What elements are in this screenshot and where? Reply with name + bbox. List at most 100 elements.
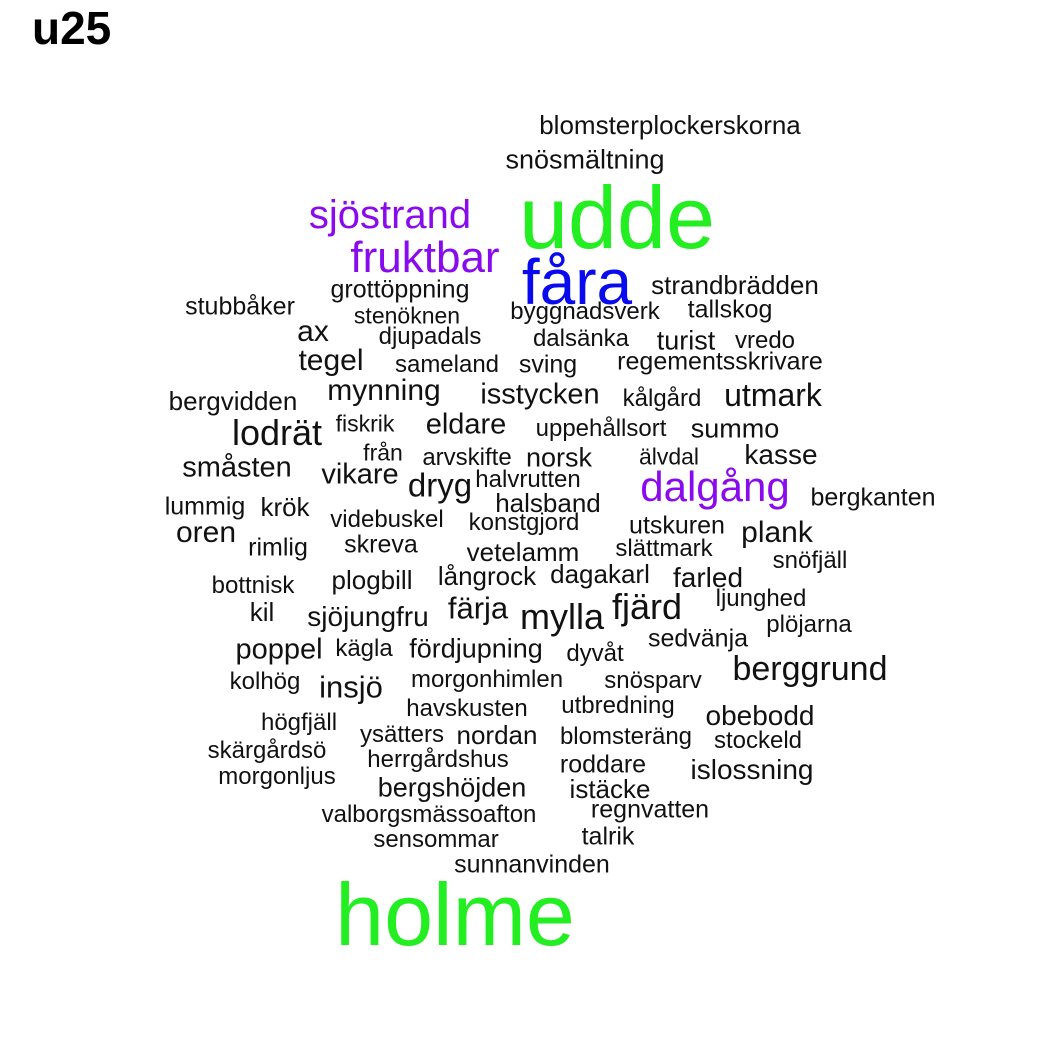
- word-lummig: lummig: [164, 492, 246, 521]
- word-ax: ax: [297, 315, 329, 348]
- word-regementsskrivare: regementsskrivare: [617, 347, 823, 376]
- word-konstgjord: konstgjord: [468, 509, 580, 536]
- word-kalgard: kålgård: [622, 385, 702, 412]
- word-sedvanja: sedvänja: [647, 624, 749, 653]
- word-farled: farled: [672, 562, 744, 593]
- word-isstycken: isstycken: [480, 378, 600, 411]
- word-fiskrik: fiskrik: [335, 410, 395, 437]
- word-bergshojden: bergshöjden: [377, 772, 527, 803]
- word-sjostrand: sjöstrand: [308, 193, 472, 237]
- word-bergvidden: bergvidden: [168, 386, 298, 416]
- word-plogbill: plogbill: [331, 565, 413, 595]
- word-ljunghed: ljunghed: [715, 585, 807, 612]
- word-mylla: mylla: [519, 596, 605, 637]
- word-vredo: vredo: [734, 327, 796, 354]
- word-obebodd: obebodd: [705, 700, 815, 731]
- word-morgonhimlen: morgonhimlen: [410, 666, 564, 693]
- word-fara: fåra: [521, 246, 633, 318]
- word-sving: sving: [518, 350, 578, 379]
- word-skreva: skreva: [344, 530, 418, 559]
- word-herrgardshus: herrgårdshus: [367, 746, 509, 773]
- word-tallskog: tallskog: [687, 295, 773, 324]
- word-summo: summo: [690, 413, 780, 444]
- word-islossning: islossning: [690, 754, 814, 785]
- word-dyvat: dyvåt: [566, 640, 624, 667]
- word-krok: krök: [260, 492, 310, 522]
- word-halvrutten: halvrutten: [475, 466, 581, 493]
- word-plank: plank: [741, 516, 813, 549]
- word-snosparv: snösparv: [604, 667, 702, 694]
- word-plojarna: plöjarna: [766, 611, 852, 638]
- word-vetelamm: vetelamm: [466, 537, 580, 567]
- word-uppehallsort: uppehållsort: [535, 415, 667, 442]
- word-grottoppning: grottöppning: [330, 275, 470, 304]
- page-title: u25: [32, 2, 112, 54]
- word-byggnadsverk: byggnadsverk: [510, 298, 660, 325]
- word-havskusten: havskusten: [406, 695, 528, 722]
- word-stubbaker: stubbåker: [185, 292, 295, 321]
- word-langrock: långrock: [437, 561, 537, 591]
- word-tegel: tegel: [298, 344, 364, 377]
- word-kasse: kasse: [744, 439, 818, 470]
- word-vikare: vikare: [321, 458, 399, 491]
- word-insjo: insjö: [319, 669, 383, 705]
- word-talrik: talrik: [581, 822, 635, 851]
- word-kil: kil: [249, 597, 275, 627]
- word-dryg: dryg: [407, 466, 473, 504]
- word-mynning: mynning: [327, 374, 441, 407]
- word-sjojungfru: sjöjungfru: [307, 601, 429, 632]
- word-nordan: nordan: [456, 720, 538, 750]
- word-turist: turist: [656, 325, 716, 356]
- word-videbuskel: videbuskel: [330, 506, 444, 533]
- word-rimlig: rimlig: [248, 533, 308, 562]
- word-snofjall: snöfjäll: [772, 547, 848, 574]
- word-dagakarl: dagakarl: [550, 559, 650, 589]
- word-blomsterplockerskorna: blomsterplockerskorna: [539, 110, 801, 140]
- word-kolhog: kolhög: [229, 668, 301, 695]
- word-eldare: eldare: [425, 408, 507, 441]
- word-blomsterang: blomsteräng: [559, 723, 693, 750]
- word-djupadals: djupadals: [378, 323, 482, 350]
- word-smasten: småsten: [182, 451, 292, 484]
- word-fordjupning: fördjupning: [409, 633, 543, 664]
- word-dalsanka: dalsänka: [532, 325, 630, 352]
- word-fran: från: [363, 439, 403, 466]
- word-sunnanvinden: sunnanvinden: [454, 850, 610, 879]
- word-fjard: fjärd: [611, 586, 683, 627]
- word-udde: udde: [519, 168, 715, 267]
- word-dalgang: dalgång: [640, 463, 790, 510]
- word-morgonljus: morgonljus: [218, 763, 336, 790]
- word-stenoknen: stenöknen: [353, 302, 461, 329]
- word-snosmaltning: snösmältning: [505, 144, 665, 175]
- word-istacke: istäcke: [569, 774, 651, 804]
- word-arvskifte: arvskifte: [422, 444, 512, 471]
- word-roddare: roddare: [559, 750, 647, 779]
- word-oren: oren: [175, 516, 237, 549]
- word-halsband: halsband: [495, 488, 601, 518]
- word-regnvatten: regnvatten: [590, 795, 710, 824]
- word-valborgsmassoafton: valborgsmässoafton: [321, 801, 537, 828]
- word-sameland: sameland: [394, 351, 500, 378]
- word-utmark: utmark: [724, 377, 822, 413]
- word-fruktbar: fruktbar: [350, 233, 500, 282]
- word-hogfjall: högfjäll: [260, 709, 338, 736]
- word-utskuren: utskuren: [629, 511, 725, 540]
- word-sensommar: sensommar: [373, 826, 499, 853]
- word-alvdal: älvdal: [638, 443, 700, 470]
- word-bergkanten: bergkanten: [810, 483, 936, 512]
- word-norsk: norsk: [525, 442, 593, 473]
- word-utbredning: utbredning: [561, 692, 675, 719]
- word-stockeld: stockeld: [713, 727, 803, 754]
- word-kagla: kägla: [335, 635, 393, 662]
- word-holme: holme: [335, 865, 575, 964]
- word-ysatters: ysätters: [359, 721, 445, 748]
- word-skargardso: skärgårdsö: [207, 737, 327, 764]
- word-slattmark: slättmark: [615, 535, 713, 562]
- word-bottnisk: bottnisk: [211, 572, 295, 599]
- word-farja: färja: [447, 590, 509, 626]
- word-strandbradden: strandbrädden: [651, 270, 819, 300]
- word-berggrund: berggrund: [732, 650, 888, 688]
- word-poppel: poppel: [235, 633, 323, 666]
- word-lodrat: lodrät: [231, 412, 323, 453]
